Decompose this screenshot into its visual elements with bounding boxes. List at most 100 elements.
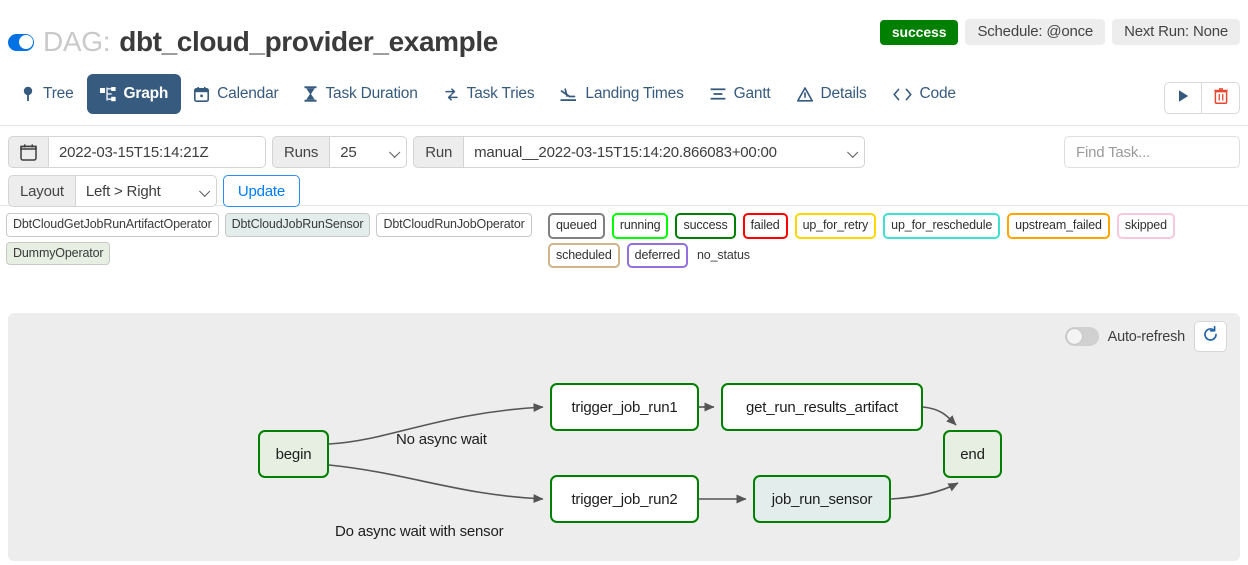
delete-dag-button[interactable] bbox=[1202, 82, 1240, 114]
graph-node-get_run_results_artifact[interactable]: get_run_results_artifact bbox=[721, 383, 923, 431]
dag-label: DAG: bbox=[43, 26, 111, 57]
layout-select[interactable]: Left > Right bbox=[74, 175, 217, 207]
state-chip[interactable]: up_for_retry bbox=[794, 213, 877, 239]
schedule-badge[interactable]: Schedule: @once bbox=[965, 19, 1106, 45]
state-chip[interactable]: success bbox=[675, 213, 736, 239]
state-chip[interactable]: running bbox=[611, 213, 669, 239]
dag-actions bbox=[1164, 82, 1240, 114]
find-task-input[interactable]: Find Task... bbox=[1064, 136, 1240, 168]
graph-edge-label: No async wait bbox=[396, 431, 487, 448]
auto-refresh-toggle[interactable] bbox=[1064, 327, 1099, 346]
state-chip[interactable]: up_for_reschedule bbox=[883, 213, 1001, 239]
state-chip[interactable]: failed bbox=[742, 213, 788, 239]
chevron-down-icon bbox=[847, 146, 859, 158]
tab-landing-times[interactable]: Landing Times bbox=[547, 74, 696, 114]
operator-chip[interactable]: DummyOperator bbox=[6, 241, 111, 265]
dag-title: DAG: dbt_cloud_provider_example bbox=[8, 26, 498, 58]
chevron-down-icon bbox=[389, 146, 401, 158]
tab-list: Tree Graph Calendar Task Duration Task T bbox=[8, 74, 969, 114]
code-brackets-icon bbox=[892, 88, 912, 101]
run-label: Run bbox=[413, 136, 464, 168]
no-status-label: no_status bbox=[697, 247, 750, 262]
tab-label: Landing Times bbox=[585, 85, 684, 102]
update-button[interactable]: Update bbox=[222, 175, 301, 207]
tab-details[interactable]: Details bbox=[784, 74, 880, 114]
tab-label: Code bbox=[919, 85, 956, 102]
tab-label: Task Tries bbox=[466, 85, 535, 102]
page-header: DAG: dbt_cloud_provider_example success … bbox=[0, 0, 1248, 70]
tab-tree[interactable]: Tree bbox=[8, 74, 87, 114]
tab-label: Calendar bbox=[217, 85, 279, 102]
run-value: manual__2022-03-15T15:14:20.866083+00:00 bbox=[474, 143, 777, 161]
tab-label: Graph bbox=[123, 85, 169, 102]
header-badges: success Schedule: @once Next Run: None bbox=[879, 19, 1240, 45]
gantt-icon bbox=[710, 87, 726, 101]
run-group: Run manual__2022-03-15T15:14:20.866083+0… bbox=[413, 136, 866, 168]
state-chip[interactable]: skipped bbox=[1116, 213, 1175, 239]
graph-node-trigger_job_run1[interactable]: trigger_job_run1 bbox=[550, 383, 699, 431]
graph-node-trigger_job_run2[interactable]: trigger_job_run2 bbox=[550, 475, 699, 523]
tab-task-tries[interactable]: Task Tries bbox=[431, 74, 548, 114]
landing-icon bbox=[560, 87, 577, 102]
graph-node-begin[interactable]: begin bbox=[258, 430, 329, 478]
runs-select[interactable]: 25 bbox=[329, 136, 408, 168]
retry-icon bbox=[444, 87, 459, 102]
calendar-icon bbox=[194, 86, 210, 102]
trash-icon bbox=[1213, 87, 1228, 109]
execution-date-group: 2022-03-15T15:14:21Z bbox=[8, 136, 266, 168]
chevron-down-icon bbox=[198, 185, 211, 197]
tab-gantt[interactable]: Gantt bbox=[697, 74, 784, 114]
tree-icon bbox=[21, 86, 35, 102]
operator-chip[interactable]: DbtCloudRunJobOperator bbox=[376, 213, 532, 237]
runs-group: Runs 25 bbox=[272, 136, 408, 168]
filter-row-secondary: Layout Left > Right Update bbox=[8, 175, 1240, 207]
graph-node-end[interactable]: end bbox=[943, 430, 1002, 478]
runs-value: 25 bbox=[340, 143, 357, 161]
tab-task-duration[interactable]: Task Duration bbox=[291, 74, 430, 114]
state-chip[interactable]: deferred bbox=[626, 242, 688, 268]
operator-chip[interactable]: DbtCloudJobRunSensor bbox=[224, 213, 371, 237]
tab-calendar[interactable]: Calendar bbox=[181, 74, 291, 114]
status-badge: success bbox=[879, 19, 959, 45]
tab-label: Details bbox=[820, 85, 867, 102]
tab-label: Gantt bbox=[733, 85, 771, 102]
refresh-graph-button[interactable] bbox=[1194, 321, 1227, 352]
trigger-dag-play-button[interactable] bbox=[1164, 82, 1202, 114]
execution-date-input[interactable]: 2022-03-15T15:14:21Z bbox=[48, 136, 266, 168]
tab-code[interactable]: Code bbox=[880, 74, 969, 114]
warning-triangle-icon bbox=[796, 86, 813, 102]
graph-nodes-layer: begin trigger_job_run1 get_run_results_art… bbox=[8, 313, 1240, 561]
state-chip[interactable]: scheduled bbox=[548, 242, 620, 268]
tab-label: Tree bbox=[43, 85, 74, 102]
state-chip[interactable]: upstream_failed bbox=[1007, 213, 1110, 239]
graph-toolbar: Auto-refresh bbox=[1064, 321, 1227, 352]
run-select[interactable]: manual__2022-03-15T15:14:20.866083+00:00 bbox=[463, 136, 866, 168]
dag-graph-panel: Auto-refresh begin trigger_job_run1 get_ru… bbox=[8, 313, 1240, 561]
graph-edges bbox=[328, 402, 959, 504]
refresh-icon bbox=[1202, 325, 1219, 348]
next-run-badge: Next Run: None bbox=[1112, 19, 1240, 45]
dag-pause-toggle[interactable] bbox=[8, 33, 34, 51]
graph-icon bbox=[99, 86, 116, 102]
layout-value: Left > Right bbox=[85, 182, 161, 200]
graph-node-job_run_sensor[interactable]: job_run_sensor bbox=[753, 475, 891, 523]
operator-chip[interactable]: DbtCloudGetJobRunArtifactOperator bbox=[6, 213, 219, 237]
calendar-addon-icon[interactable] bbox=[8, 136, 48, 168]
filter-row-primary: 2022-03-15T15:14:21Z Runs 25 Run manual_… bbox=[8, 136, 1240, 168]
play-icon bbox=[1177, 89, 1190, 108]
tab-graph[interactable]: Graph bbox=[86, 74, 182, 114]
view-tab-bar: Tree Graph Calendar Task Duration Task T bbox=[0, 70, 1248, 126]
dag-name: dbt_cloud_provider_example bbox=[119, 26, 498, 57]
graph-edge-label: Do async wait with sensor bbox=[335, 523, 504, 540]
layout-group: Layout Left > Right bbox=[8, 175, 217, 207]
auto-refresh-label: Auto-refresh bbox=[1107, 328, 1186, 345]
layout-label: Layout bbox=[8, 175, 75, 207]
state-chip[interactable]: queued bbox=[548, 213, 605, 239]
hourglass-icon bbox=[304, 86, 317, 102]
dag-filter-form: 2022-03-15T15:14:21Z Runs 25 Run manual_… bbox=[0, 126, 1248, 207]
tab-label: Task Duration bbox=[325, 85, 418, 102]
runs-label: Runs bbox=[272, 136, 330, 168]
